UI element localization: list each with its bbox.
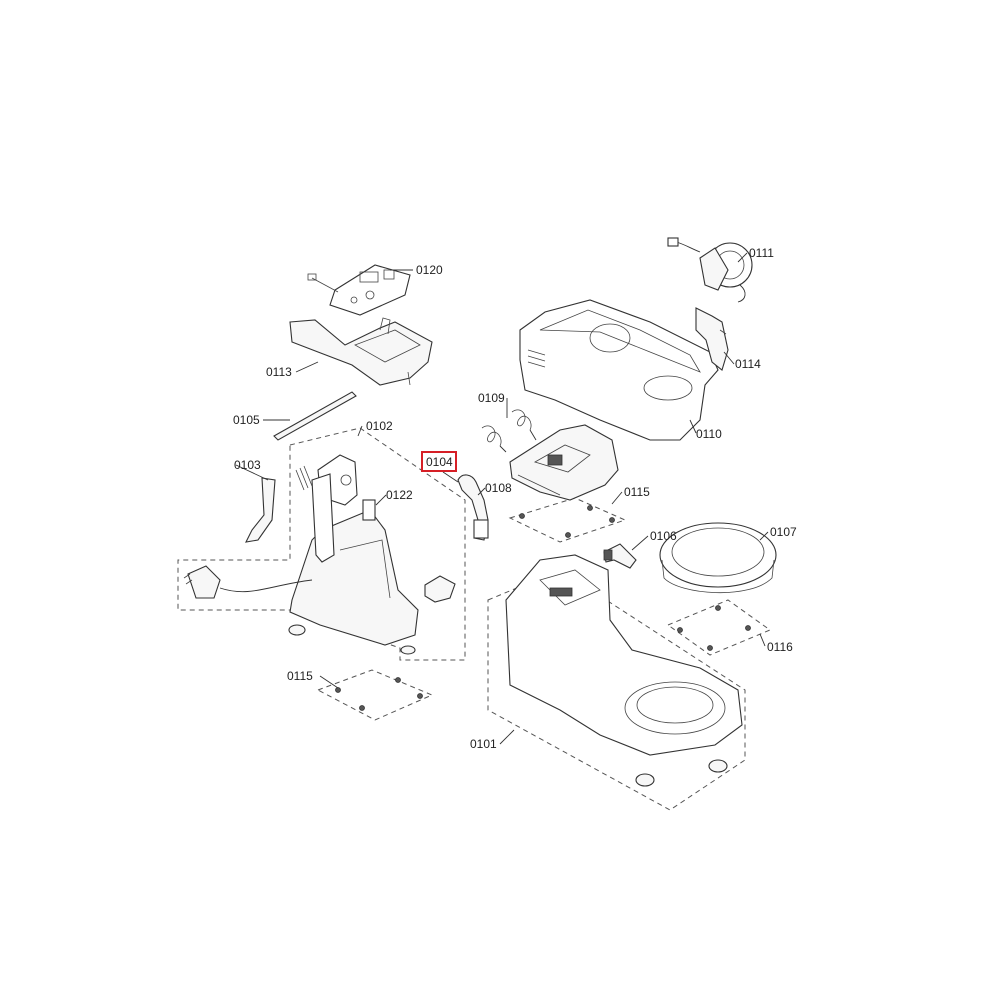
callout-0111[interactable]: 0111 [749, 246, 774, 260]
callout-0105[interactable]: 0105 [233, 413, 260, 427]
part-0105-shaft[interactable] [273, 391, 357, 441]
part-0101-main-base[interactable] [505, 554, 743, 787]
group-outlines [177, 427, 772, 811]
part-0114-bracket[interactable] [695, 307, 729, 371]
part-0108-gear-housing[interactable] [509, 424, 619, 501]
leader-lines [235, 252, 769, 745]
screws [335, 505, 751, 711]
highlight-box-0104 [421, 451, 457, 472]
callout-0103[interactable]: 0103 [234, 458, 261, 472]
part-0104-lever[interactable] [457, 474, 489, 541]
callout-0101[interactable]: 0101 [470, 737, 497, 751]
callout-0114[interactable]: 0114 [735, 357, 761, 371]
callout-0122[interactable]: 0122 [386, 488, 413, 502]
part-0120-pcb[interactable] [307, 264, 411, 316]
part-0103-bracket[interactable] [245, 477, 276, 543]
part-0106-latch[interactable] [603, 543, 637, 569]
part-0111-motor[interactable] [667, 237, 753, 303]
callout-0116[interactable]: 0116 [767, 640, 793, 654]
part-0110-top-housing[interactable] [519, 299, 719, 441]
callout-0106[interactable]: 0106 [650, 529, 677, 543]
callout-0107[interactable]: 0107 [770, 525, 797, 539]
part-0109-springs[interactable] [481, 409, 537, 453]
callout-0115-left[interactable]: 0115 [287, 669, 313, 683]
callout-labels: 0120 0113 0105 0102 0103 0122 0104 0108 … [233, 246, 797, 751]
callout-0102[interactable]: 0102 [366, 419, 393, 433]
callout-0104[interactable]: 0104 [426, 455, 453, 469]
part-0107-ring[interactable] [659, 522, 777, 594]
callout-0120[interactable]: 0120 [416, 263, 443, 277]
part-0113-control-housing[interactable] [289, 317, 433, 386]
callout-0108[interactable]: 0108 [485, 481, 512, 495]
part-0122-spring[interactable] [362, 499, 376, 521]
callout-0115-middle[interactable]: 0115 [624, 485, 650, 499]
callout-0110[interactable]: 0110 [696, 427, 722, 441]
part-0102-frame[interactable] [183, 454, 456, 655]
callout-0113[interactable]: 0113 [266, 365, 292, 379]
callout-0109[interactable]: 0109 [478, 391, 505, 405]
